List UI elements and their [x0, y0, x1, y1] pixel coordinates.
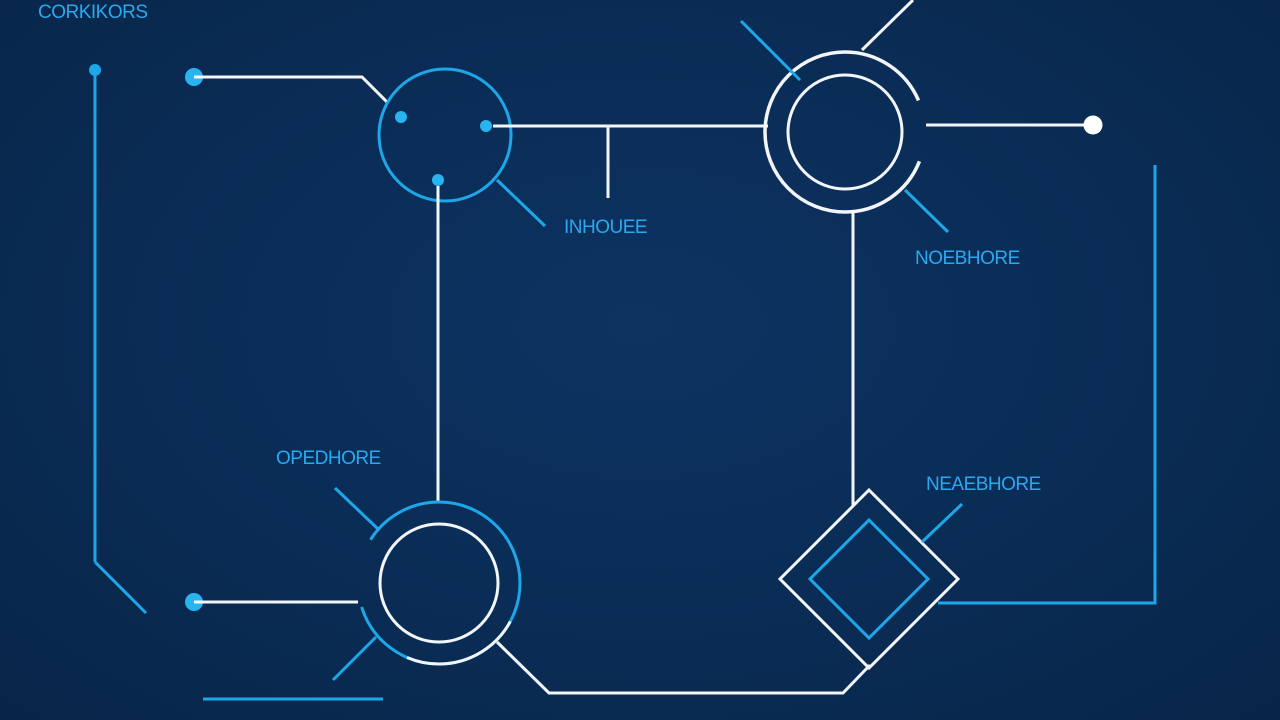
output-line-right: [926, 115, 1103, 135]
label-top-left: CORKIKORS: [38, 2, 148, 23]
node-circle-top-left: [377, 67, 547, 228]
right-bracket-line: [938, 165, 1157, 605]
node-ring-bottom-left: [331, 486, 522, 682]
input-line-bottom: [185, 593, 358, 611]
bus-line-top: [493, 124, 768, 198]
label-left-lower: OPEDHORE: [276, 448, 381, 469]
wire-c-to-d: [495, 640, 872, 695]
label-center: INHOUEE: [564, 217, 647, 238]
left-bracket-line: [89, 64, 148, 615]
node-diamond: [777, 487, 964, 671]
node-ring-top-right: [739, 0, 950, 234]
label-right-lower: NEAEBHORE: [926, 474, 1041, 495]
label-right-upper: NOEBHORE: [915, 248, 1020, 269]
input-line-top: [185, 68, 390, 105]
